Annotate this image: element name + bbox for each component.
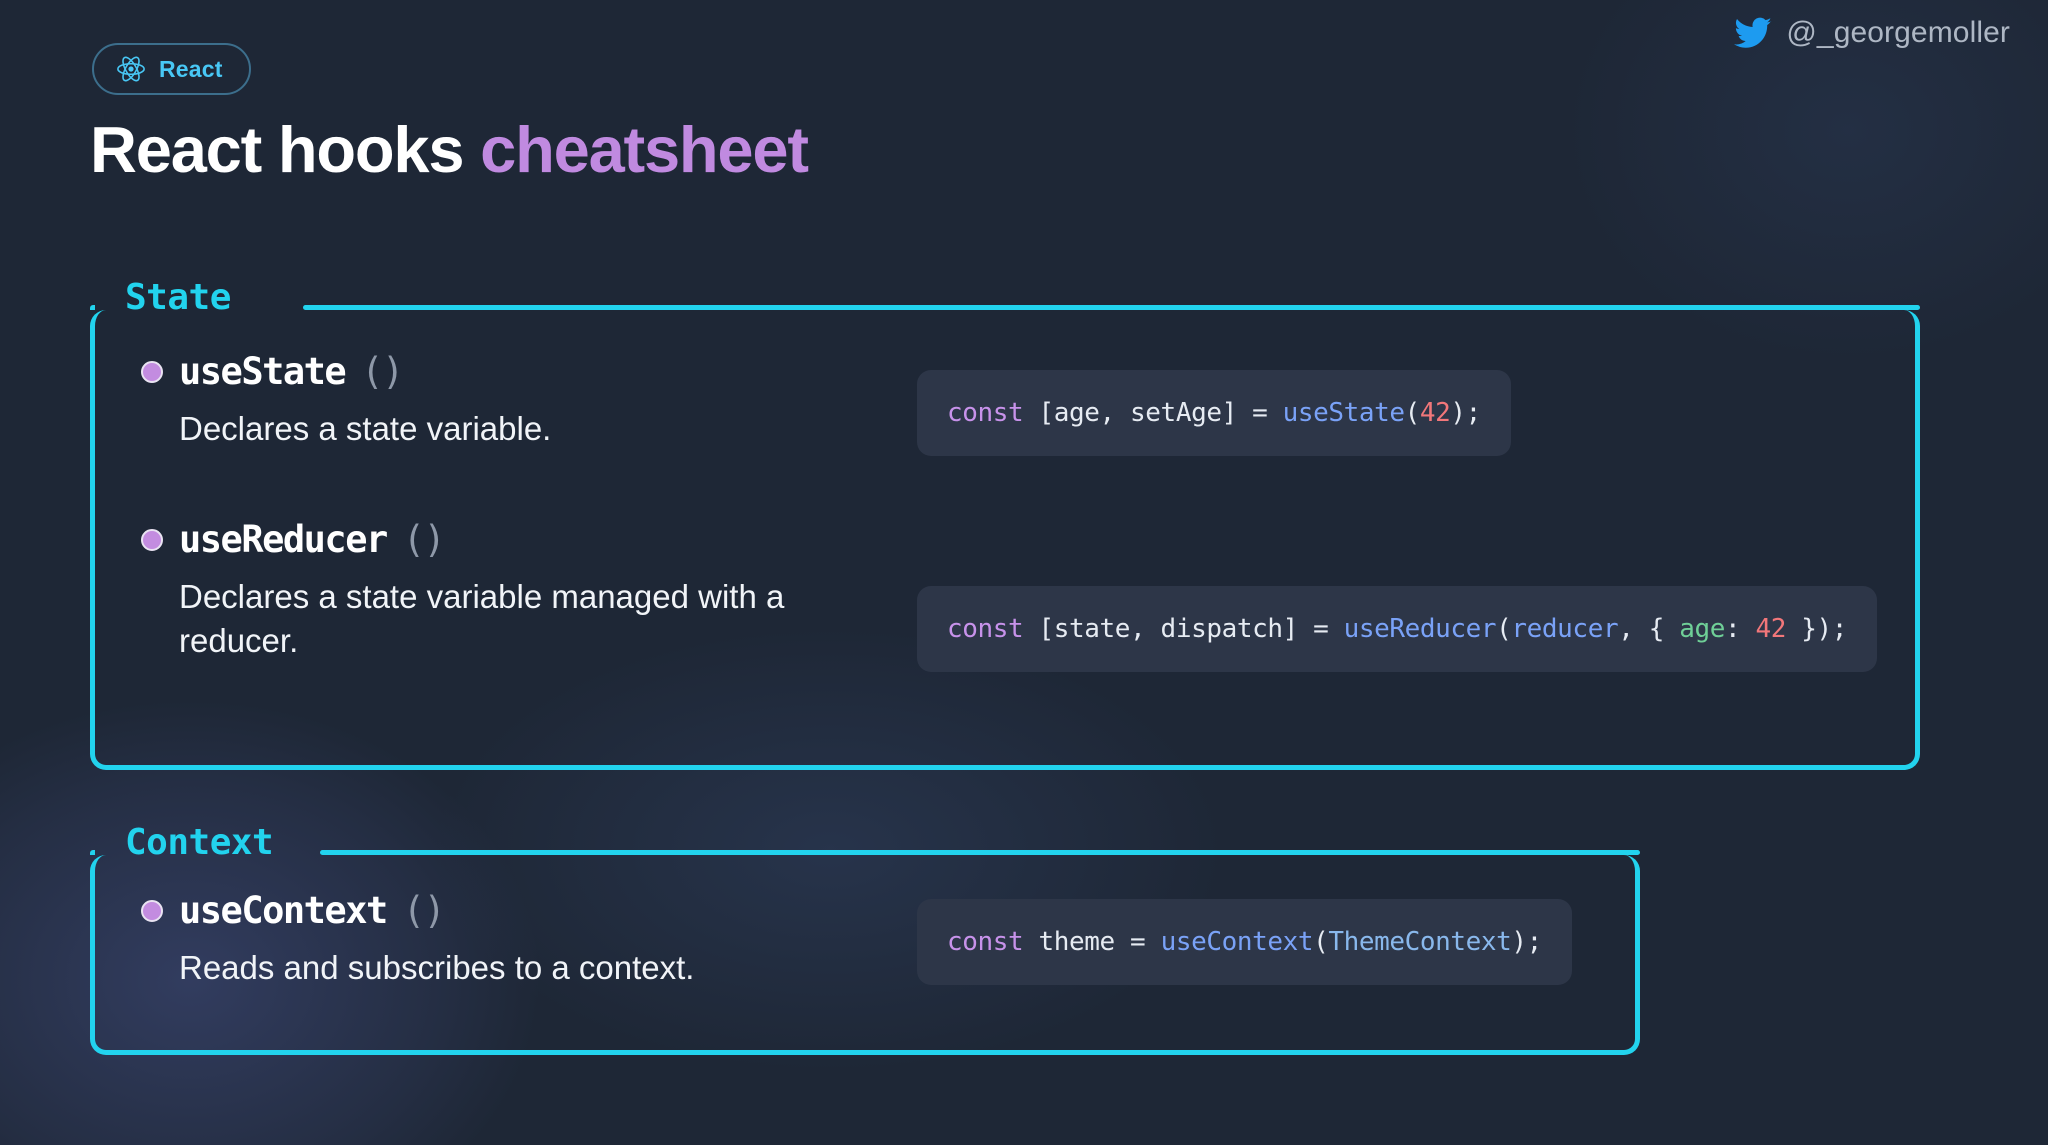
twitter-bird-icon <box>1734 14 1772 52</box>
code-token-keyword: const <box>947 398 1024 428</box>
hook-parens: () <box>402 889 446 932</box>
page-title: React hooks cheatsheet <box>90 112 809 187</box>
hook-row-usecontext: useContext () Reads and subscribes to a … <box>95 889 1635 990</box>
hook-name-usecontext: useContext () <box>141 889 855 932</box>
code-token-plain: [state, dispatch] = <box>1023 614 1344 644</box>
code-token-plain: ( <box>1313 927 1329 957</box>
hook-name-usereducer: useReducer () <box>141 518 855 561</box>
react-atom-icon <box>116 54 146 84</box>
code-token-plain: , { <box>1618 614 1680 644</box>
section-label-context: Context <box>125 822 274 863</box>
code-token-keyword: const <box>947 927 1024 957</box>
code-token-property: age <box>1679 614 1725 644</box>
code-token-number: 42 <box>1419 398 1451 428</box>
bullet-icon <box>141 528 163 551</box>
hook-info-usecontext: useContext () Reads and subscribes to a … <box>95 889 855 990</box>
code-token-plain: ( <box>1404 398 1421 428</box>
code-token-function: useReducer <box>1343 614 1497 644</box>
code-snippet-usereducer: const [state, dispatch] = useReducer(red… <box>917 586 1878 672</box>
bullet-icon <box>141 899 163 922</box>
section-label-state: State <box>125 277 231 318</box>
section-state: State useState () Declares a state varia… <box>90 277 1920 770</box>
code-token-plain: [age, setAge] = <box>1023 398 1283 428</box>
hook-identifier: useState <box>179 350 347 393</box>
code-token-function: useState <box>1282 398 1405 428</box>
code-token-variable: reducer <box>1511 614 1619 644</box>
code-token-number: 42 <box>1755 614 1787 644</box>
hook-row-usereducer: useReducer () Declares a state variable … <box>95 518 1915 662</box>
code-token-plain: ( <box>1496 614 1512 644</box>
code-text: const theme = useContext(ThemeContext); <box>947 927 1542 957</box>
hook-info-usestate: useState () Declares a state variable. <box>95 350 855 451</box>
code-token-plain: : <box>1724 614 1756 644</box>
hook-parens: () <box>361 350 404 393</box>
hook-parens: () <box>402 518 446 561</box>
bullet-icon <box>141 360 163 383</box>
hook-identifier: useReducer <box>179 518 388 561</box>
hook-name-usestate: useState () <box>141 350 855 393</box>
code-text: const [age, setAge] = useState(42); <box>947 398 1481 428</box>
code-token-keyword: const <box>947 614 1024 644</box>
hook-description-usecontext: Reads and subscribes to a context. <box>179 949 695 986</box>
code-token-plain: ); <box>1511 927 1542 957</box>
code-token-plain: theme = <box>1023 927 1161 957</box>
page-title-accent: cheatsheet <box>480 113 809 186</box>
twitter-handle-text: @_georgemoller <box>1786 16 2010 49</box>
hook-description-usereducer: Declares a state variable managed with a… <box>179 578 785 659</box>
code-text: const [state, dispatch] = useReducer(red… <box>947 614 1847 644</box>
react-badge[interactable]: React <box>92 43 251 95</box>
hook-info-usereducer: useReducer () Declares a state variable … <box>95 518 855 662</box>
react-badge-label: React <box>159 55 223 82</box>
hook-row-usestate: useState () Declares a state variable. <box>95 350 1915 451</box>
code-snippet-usecontext: const theme = useContext(ThemeContext); <box>917 899 1572 985</box>
twitter-handle[interactable]: @_georgemoller <box>1734 14 2010 52</box>
code-token-function: useContext <box>1160 927 1314 957</box>
code-token-plain: ); <box>1450 398 1481 428</box>
code-token-plain: }); <box>1786 614 1848 644</box>
section-context: Context useContext () Reads and subscrib… <box>90 822 1640 1055</box>
hook-description-usestate: Declares a state variable. <box>179 410 552 447</box>
page-title-primary: React hooks <box>90 113 465 186</box>
hook-identifier: useContext <box>179 889 388 932</box>
code-token-type: ThemeContext <box>1328 927 1512 957</box>
code-snippet-usestate: const [age, setAge] = useState(42); <box>917 370 1511 456</box>
